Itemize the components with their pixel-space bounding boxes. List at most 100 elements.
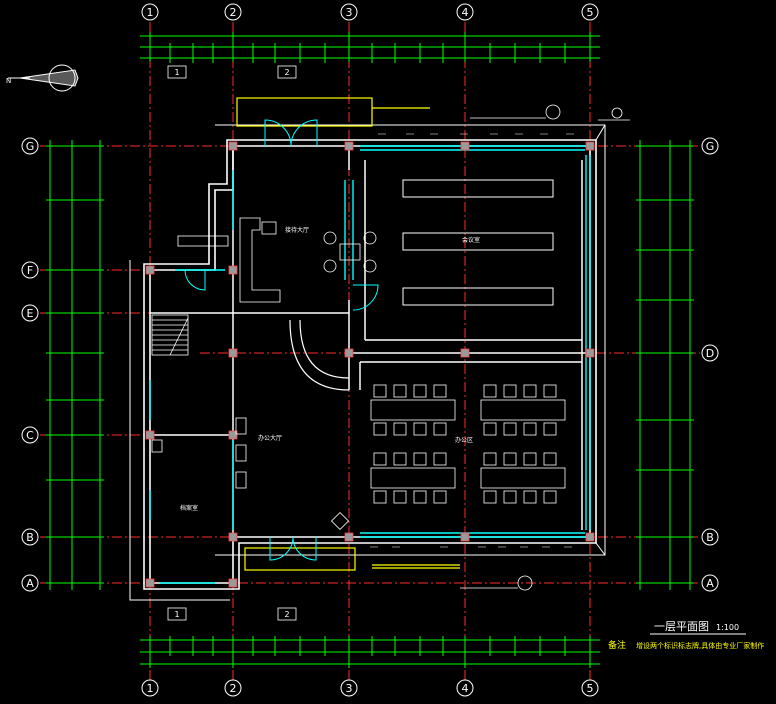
note-text: 增设两个标识标志牌,具体由专业厂家制作	[636, 641, 764, 650]
axis-bubbles-left	[21, 137, 39, 592]
conference-tables	[402, 179, 554, 306]
chair	[483, 384, 497, 398]
axis-label-left: E	[27, 307, 34, 320]
curved-partition	[299, 319, 350, 379]
axis-bubble	[456, 3, 474, 21]
axis-bubble	[701, 528, 719, 546]
axis-bubble	[141, 3, 159, 21]
axis-label-bottom: 5	[587, 682, 594, 695]
chair	[433, 452, 447, 466]
axis-label-bottom: 1	[147, 682, 154, 695]
chair	[543, 384, 557, 398]
chair	[503, 384, 517, 398]
axis-bubble	[456, 679, 474, 697]
exterior-outline-outer	[143, 139, 597, 590]
chair	[413, 384, 427, 398]
stair-treads	[152, 319, 188, 351]
room-labels: 接待大厅 会议室 办公大厅 办公区 档案室	[180, 226, 480, 512]
chair	[523, 490, 537, 504]
queue-sign	[330, 511, 350, 531]
work-desks	[370, 384, 566, 504]
axis-bubble	[21, 137, 39, 155]
column	[585, 141, 595, 151]
axis-label-left: B	[26, 531, 34, 544]
north-arrow-ring	[48, 64, 76, 92]
north-arrow-pointer	[19, 69, 79, 87]
axis-label-top: 4	[462, 6, 469, 19]
roof-diagonal	[595, 542, 606, 556]
stairs	[151, 314, 189, 356]
desk-cluster	[370, 384, 456, 436]
exterior-outline	[149, 145, 591, 584]
axis-bubble	[701, 574, 719, 592]
chair	[393, 452, 407, 466]
axis-label-left: C	[26, 429, 34, 442]
column	[585, 348, 595, 358]
tag-label: 1	[174, 68, 179, 77]
chair	[373, 452, 387, 466]
axis-bubbles-top	[141, 3, 599, 21]
axis-bubbles-bottom	[141, 679, 599, 697]
axis-label-top: 2	[230, 6, 237, 19]
axis-bubble	[340, 3, 358, 21]
chair-round	[363, 231, 377, 245]
chair	[433, 490, 447, 504]
column	[344, 532, 354, 542]
column	[460, 141, 470, 151]
axis-label-left: G	[26, 140, 35, 153]
axis-bubble	[21, 426, 39, 444]
chair	[503, 422, 517, 436]
coffee-table	[261, 221, 277, 235]
column	[145, 578, 155, 588]
room-tag-labels: 1 2 1 2	[174, 68, 289, 619]
column	[460, 532, 470, 542]
roof-diagonal	[595, 124, 606, 141]
interior-walls	[150, 146, 590, 537]
tag-box	[167, 65, 187, 79]
axis-label-right: G	[706, 140, 715, 153]
sofa	[239, 217, 281, 303]
axis-bubble	[224, 679, 242, 697]
chair	[483, 490, 497, 504]
axis-bubble	[21, 528, 39, 546]
entry-door-top	[264, 119, 318, 147]
chair	[483, 452, 497, 466]
chair	[433, 384, 447, 398]
chair	[523, 384, 537, 398]
chair	[373, 384, 387, 398]
desk-cluster	[370, 452, 456, 504]
chair	[393, 384, 407, 398]
chair	[393, 490, 407, 504]
column	[344, 348, 354, 358]
tag-label: 2	[284, 610, 289, 619]
chair	[413, 490, 427, 504]
dim-ticks-bottom	[149, 636, 591, 668]
axis-bubble	[581, 3, 599, 21]
axis-label-top: 1	[147, 6, 154, 19]
counter	[235, 417, 247, 435]
chair	[543, 422, 557, 436]
columns	[145, 141, 595, 588]
axis-labels-right: G D B A	[706, 140, 715, 590]
axis-bubble	[141, 679, 159, 697]
chair	[393, 422, 407, 436]
axis-bubble	[701, 344, 719, 362]
entrance-canopy-bottom	[244, 547, 356, 571]
axis-label-right: B	[706, 531, 714, 544]
axis-labels-left: G F E C B A	[26, 140, 35, 590]
note-label: 备注	[608, 639, 626, 651]
hall-counter	[177, 235, 229, 247]
chair	[483, 422, 497, 436]
chair	[543, 452, 557, 466]
chair-round	[363, 259, 377, 273]
tag-box	[167, 607, 187, 621]
chair	[373, 422, 387, 436]
column	[228, 578, 238, 588]
curved-partition	[289, 319, 350, 391]
desk	[370, 467, 456, 489]
drawing-scale: 1:100	[716, 623, 739, 632]
canopies	[236, 97, 460, 571]
callout-bubble	[611, 107, 623, 119]
chair	[413, 452, 427, 466]
room-label-conference: 会议室	[462, 236, 480, 244]
